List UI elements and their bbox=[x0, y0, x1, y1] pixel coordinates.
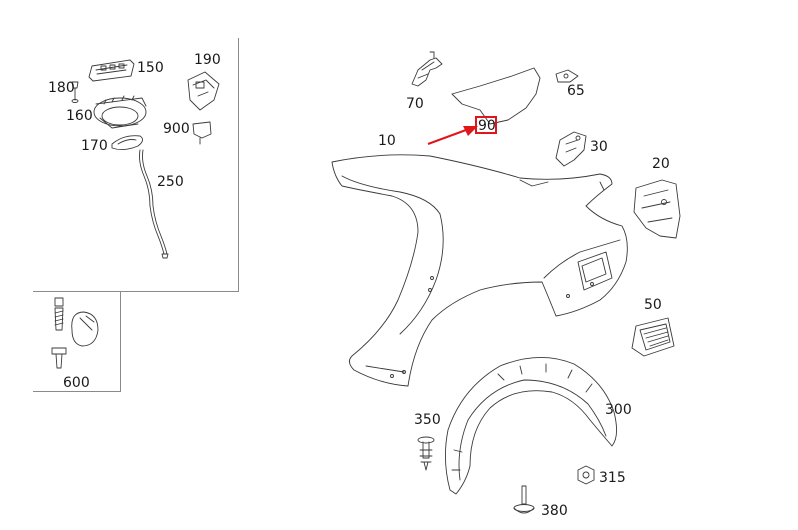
part-190-drawing bbox=[187, 71, 220, 111]
inset-frame-fuel-flap bbox=[238, 38, 241, 292]
part-50-drawing bbox=[631, 317, 675, 357]
part-20-drawing bbox=[633, 179, 681, 239]
inset-frame-screws-bottom bbox=[33, 391, 121, 393]
part-90-drawing bbox=[451, 67, 541, 125]
label-250[interactable]: 250 bbox=[157, 174, 184, 190]
label-160[interactable]: 160 bbox=[66, 108, 93, 124]
highlight-arrow bbox=[427, 126, 478, 145]
label-900[interactable]: 900 bbox=[163, 121, 190, 137]
part-350-drawing bbox=[417, 436, 435, 471]
label-300[interactable]: 300 bbox=[605, 402, 632, 418]
label-315[interactable]: 315 bbox=[599, 470, 626, 486]
part-65-drawing bbox=[555, 69, 579, 83]
label-30[interactable]: 30 bbox=[590, 139, 608, 155]
label-380[interactable]: 380 bbox=[541, 503, 568, 519]
part-600-drawing bbox=[51, 297, 99, 369]
label-150[interactable]: 150 bbox=[137, 60, 164, 76]
label-65[interactable]: 65 bbox=[567, 83, 585, 99]
part-315-drawing bbox=[577, 465, 595, 485]
label-180[interactable]: 180 bbox=[48, 80, 75, 96]
label-70[interactable]: 70 bbox=[406, 96, 424, 112]
label-90[interactable]: 90 bbox=[478, 118, 496, 134]
label-50[interactable]: 50 bbox=[644, 297, 662, 313]
highlight-box-90 bbox=[475, 116, 497, 134]
part-150-drawing bbox=[88, 59, 135, 82]
part-380-drawing bbox=[513, 485, 535, 514]
part-180-drawing bbox=[71, 81, 79, 103]
label-190[interactable]: 190 bbox=[194, 52, 221, 68]
label-10[interactable]: 10 bbox=[378, 133, 396, 149]
label-170[interactable]: 170 bbox=[81, 138, 108, 154]
part-10-drawing bbox=[331, 154, 628, 387]
part-300-drawing bbox=[445, 357, 617, 495]
part-30-drawing bbox=[555, 131, 587, 167]
label-20[interactable]: 20 bbox=[652, 156, 670, 172]
part-900-drawing bbox=[192, 121, 212, 145]
part-70-drawing bbox=[411, 51, 443, 87]
label-600[interactable]: 600 bbox=[63, 375, 90, 391]
inset-frame-fuel-flap-bottom bbox=[33, 291, 239, 293]
part-170-drawing bbox=[111, 135, 143, 151]
part-250-drawing bbox=[139, 149, 169, 259]
inset-frame-screws-right bbox=[120, 292, 122, 391]
part-160-drawing bbox=[93, 95, 147, 129]
label-350[interactable]: 350 bbox=[414, 412, 441, 428]
